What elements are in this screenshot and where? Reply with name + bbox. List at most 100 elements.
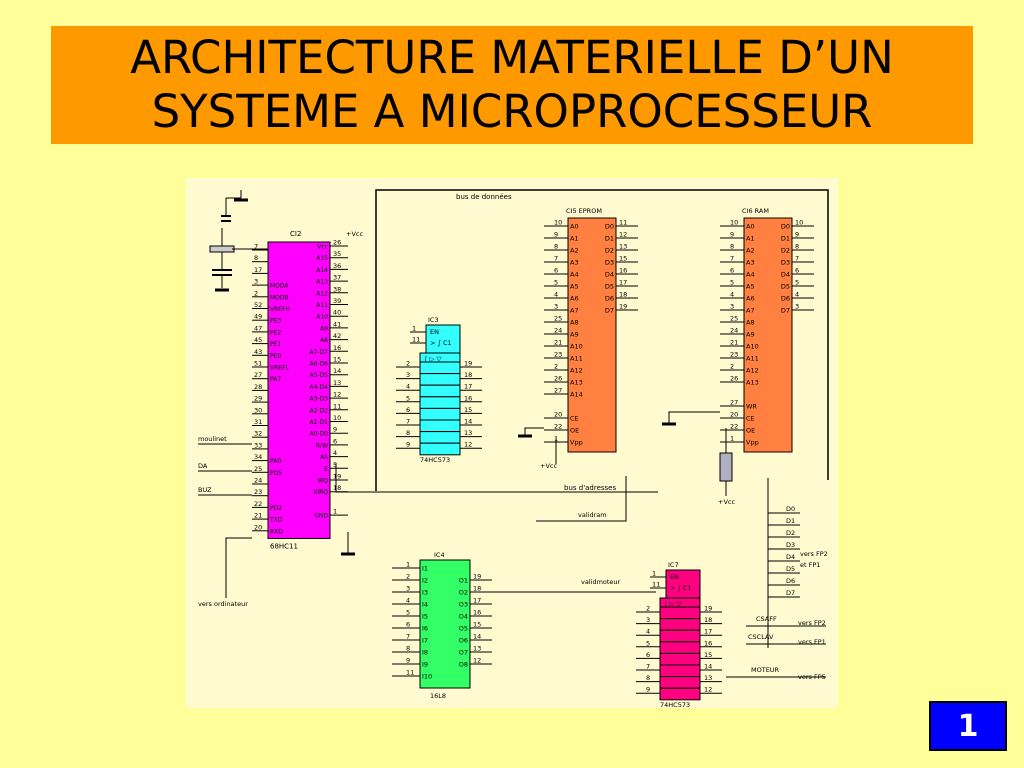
ci5-eprom-pin-number: 23 xyxy=(554,351,562,359)
ci5-eprom-pin-number: 4 xyxy=(554,291,558,299)
ci6-ram-pin-label: WR xyxy=(746,403,757,411)
ci6-ram-pin-number: 9 xyxy=(795,231,799,239)
ci2-pin-number: 3 xyxy=(254,278,258,286)
ci2-pin-number: 26 xyxy=(333,239,341,247)
ci2-pin-number: 45 xyxy=(254,336,262,344)
ci2-pin-label: PE3 xyxy=(270,318,281,325)
ic7-pin-number: 13 xyxy=(704,674,712,682)
ci6-ram-pin-label: D2 xyxy=(781,247,790,255)
ci6-ram-pin-number: 2 xyxy=(730,363,734,371)
moteur-label: MOTEUR xyxy=(751,666,780,674)
ci6-ram-pin-label: OE xyxy=(746,427,755,435)
ci6-ram-pin-label: A6 xyxy=(746,295,755,303)
title-line-2: SYSTEME A MICROPROCESSEUR xyxy=(151,85,873,138)
ci5-eprom-pin-label: D0 xyxy=(605,223,614,231)
ram-vcc-label: +Vcc xyxy=(718,498,735,506)
ic4-pin-number: 9 xyxy=(406,657,410,665)
ci6-ram-pin-label: A12 xyxy=(746,367,759,375)
ic3-pin-number: 19 xyxy=(464,360,472,368)
ci5-eprom-pin-label: A10 xyxy=(570,343,583,351)
ic3-pin-number: 7 xyxy=(406,418,410,426)
ic4-pin-label: I5 xyxy=(422,613,428,621)
ci2-pin-number: 52 xyxy=(254,301,262,309)
ic7-pin-number: 16 xyxy=(704,639,712,647)
ic7-pin-number: 19 xyxy=(704,605,712,613)
ic3-cell xyxy=(419,384,461,398)
ci5-eprom-pin-label: A13 xyxy=(570,379,583,387)
ic3-pin-number: 8 xyxy=(406,429,410,437)
ic3-pin-number: 13 xyxy=(464,429,472,437)
ic4-pin-number: 12 xyxy=(473,657,481,665)
ci5-eprom-pin-number: 18 xyxy=(619,291,627,299)
ci5-eprom-pin-number: 20 xyxy=(554,411,562,419)
ic7-cell xyxy=(659,687,701,701)
crystal xyxy=(209,245,235,253)
ic4-pin-label: O8 xyxy=(459,661,468,669)
moulinet-label: moulinet xyxy=(198,435,227,443)
ci2-pin-label: R/W xyxy=(316,442,328,449)
ic3-pin-number: 2 xyxy=(406,360,410,368)
ci6-ram-pin-label: A4 xyxy=(746,271,755,279)
data-bus-label: bus de données xyxy=(456,193,512,201)
ic7-cell xyxy=(659,618,701,631)
csclav-label: CSCLAV xyxy=(748,633,774,641)
ci2-pin-number: 39 xyxy=(333,297,341,305)
ci2-pin-label: A6-D6 xyxy=(309,361,328,368)
ci2-pin-number: 13 xyxy=(333,379,341,387)
ci6-ram-pin-number: 24 xyxy=(730,327,738,335)
ci6-ram-title: CI6 RAM xyxy=(742,207,769,215)
ic3-cell xyxy=(419,361,461,375)
ic7-pin-number: 7 xyxy=(646,663,650,671)
ci2-pin-label: PD2 xyxy=(270,505,282,512)
ic4-pin-label: O1 xyxy=(459,577,468,585)
ic4-pin-label: O4 xyxy=(459,613,468,621)
ic4-pin-number: 1 xyxy=(406,561,410,569)
ci2-pin-number: 25 xyxy=(254,465,262,473)
ci6-ram-pin-number: 7 xyxy=(730,255,734,263)
d-line-label: D1 xyxy=(786,517,795,525)
ci6-ram-pin-label: A3 xyxy=(746,259,755,267)
ci2-pin-number: 40 xyxy=(333,309,341,317)
ci2-pin-number: 22 xyxy=(254,500,262,508)
ic4-pin-label: I10 xyxy=(422,673,432,681)
ic4-pin-label: O2 xyxy=(459,589,468,597)
ci6-ram-pin-number: 1 xyxy=(730,435,734,443)
ic3-pin-number: 12 xyxy=(464,441,472,449)
ci2-pin-label: VREFL xyxy=(270,365,290,372)
ic7-cell xyxy=(659,606,701,620)
ic4-pin-label: I3 xyxy=(422,589,428,597)
ci5-eprom-pin-number: 24 xyxy=(554,327,562,335)
ic4-pin-number: 3 xyxy=(406,585,410,593)
ic7-pin-number: 5 xyxy=(646,639,650,647)
ci2-pin-number: 24 xyxy=(254,477,262,485)
ci6-ram-pin-label: A5 xyxy=(746,283,755,291)
ci5-eprom-pin-number: 7 xyxy=(554,255,558,263)
ci2-pin-number: 51 xyxy=(254,360,262,368)
ci5-eprom-pin-label: A2 xyxy=(570,247,579,255)
ci2-pin-number: 29 xyxy=(254,395,262,403)
ic4-part-label: 16L8 xyxy=(430,692,446,700)
ic4-pin-number: 11 xyxy=(406,669,414,677)
ci5-eprom-pin-number: 9 xyxy=(554,231,558,239)
ic4-pin-number: 7 xyxy=(406,633,410,641)
ic3-en-label: EN xyxy=(430,328,439,336)
ci6-ram-body xyxy=(743,217,793,453)
ci2-pin-label: Vcc xyxy=(317,244,328,251)
ci2-pin-number: 12 xyxy=(333,391,341,399)
ic3-cell xyxy=(419,396,461,409)
ic3-cell xyxy=(419,442,461,456)
ci2-pin-label: A3-D3 xyxy=(309,396,328,403)
ci2-pin-label: E xyxy=(324,466,328,473)
ci6-ram-pin-label: CE xyxy=(746,415,755,423)
ci5-eprom-pin-label: CE xyxy=(570,415,579,423)
ci6-ram-pin-number: 5 xyxy=(795,279,799,287)
ic4-pin-number: 6 xyxy=(406,621,410,629)
ic4-pin-label: I1 xyxy=(422,565,428,573)
ci6-ram-pin-label: D7 xyxy=(781,307,790,315)
ci5-eprom-pin-label: D5 xyxy=(605,283,614,291)
validmoteur-label: validmoteur xyxy=(581,578,621,586)
ci6-ram-pin-label: D5 xyxy=(781,283,790,291)
ci5-eprom-pin-label: A8 xyxy=(570,319,579,327)
ci5-eprom-pin-label: D3 xyxy=(605,259,614,267)
